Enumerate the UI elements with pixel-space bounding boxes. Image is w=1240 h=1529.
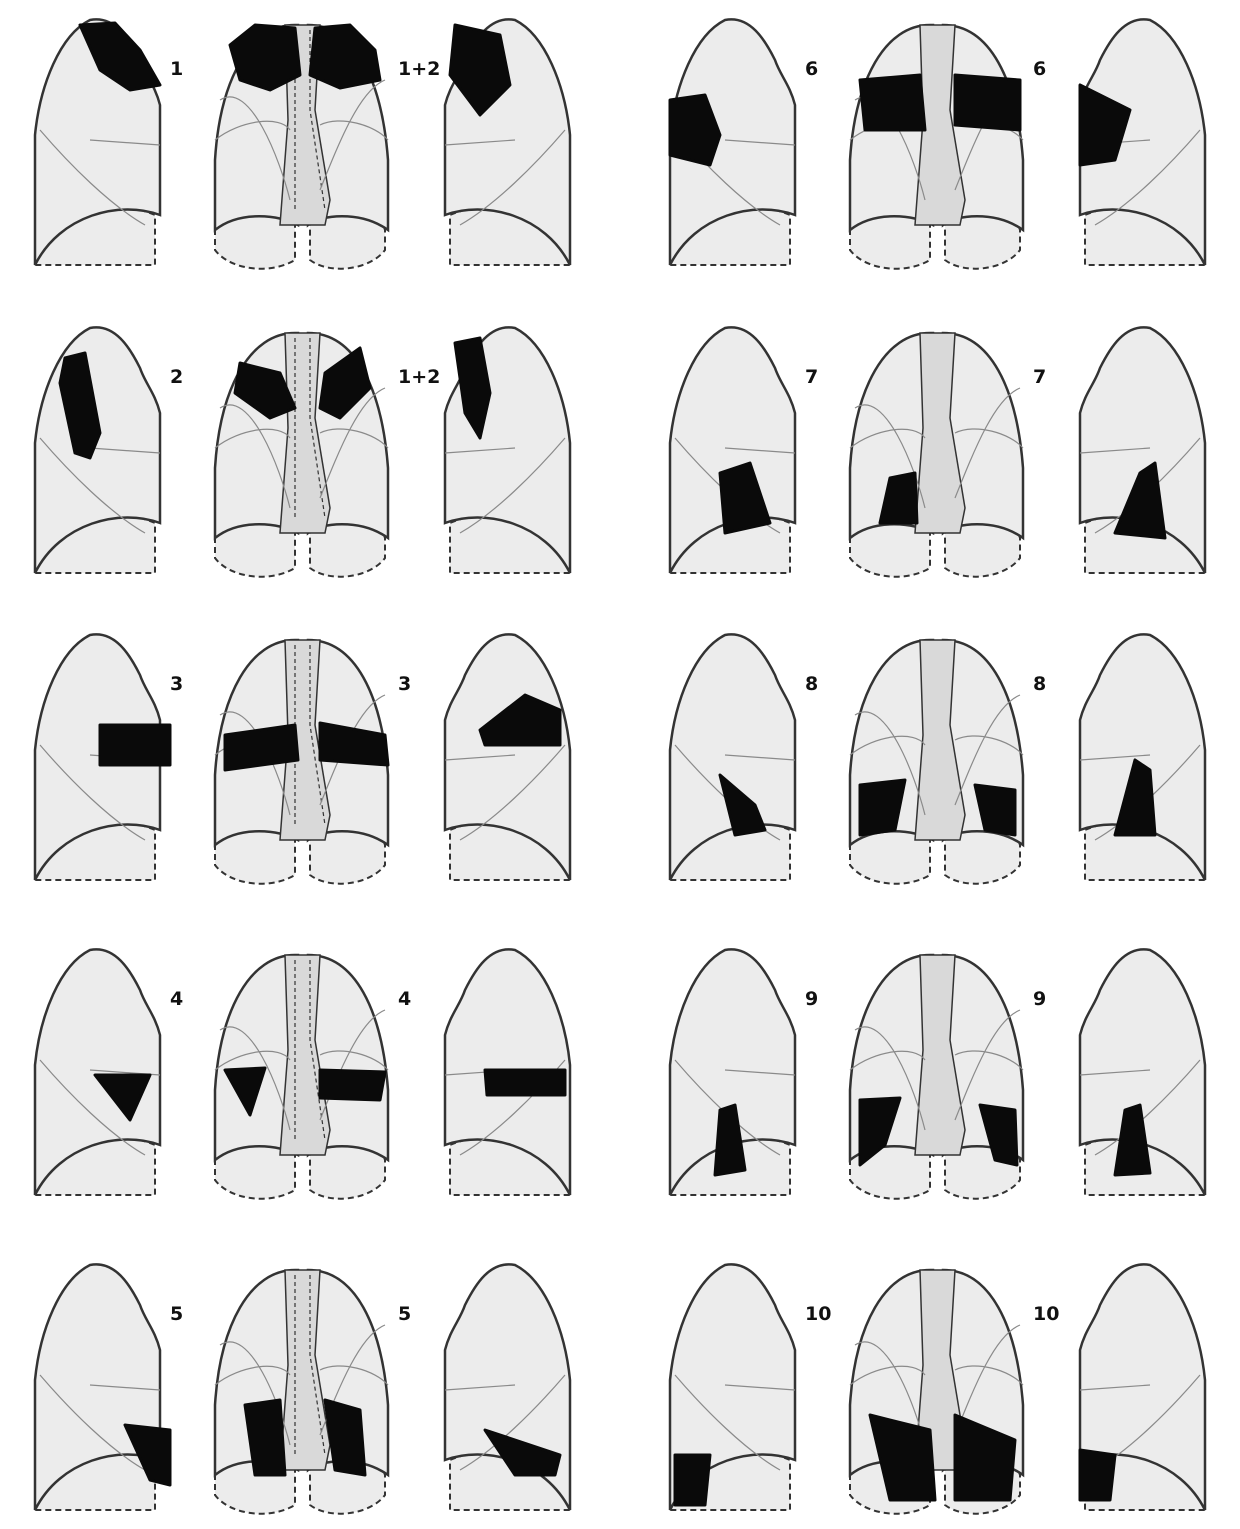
lateral-lung-right xyxy=(35,949,160,1195)
segment-number-label: 9 xyxy=(1033,988,1046,1010)
frontal-lungs xyxy=(215,333,388,577)
lesion-area xyxy=(485,1070,565,1095)
segment-panel-5: 55 xyxy=(35,1264,570,1513)
lateral-lung-right xyxy=(35,327,160,573)
segment-number-label: 5 xyxy=(170,1303,183,1325)
lateral-lung-right xyxy=(35,634,170,880)
segment-panel-6: 66 xyxy=(670,19,1205,268)
segment-number-label: 10 xyxy=(1033,1303,1059,1325)
lesion-area xyxy=(1080,1450,1115,1500)
segment-panel-1: 1 1+2 xyxy=(35,19,570,268)
segment-number-label: 4 xyxy=(170,988,183,1010)
lesion-area xyxy=(860,75,925,130)
segment-number-label: 7 xyxy=(1033,366,1046,388)
segment-number-label: 8 xyxy=(805,673,818,695)
frontal-lungs xyxy=(850,333,1023,577)
segment-number-label: 1 xyxy=(170,58,183,80)
segment-number-label: 9 xyxy=(805,988,818,1010)
lateral-lung-left xyxy=(1080,634,1205,880)
lesion-area xyxy=(955,75,1020,130)
segment-number-label: 1+2 xyxy=(398,58,440,80)
lateral-lung-left xyxy=(445,634,570,880)
frontal-lungs xyxy=(215,955,388,1199)
segment-number-label: 6 xyxy=(1033,58,1046,80)
segment-panel-4: 44 xyxy=(35,949,570,1198)
lateral-lung-right xyxy=(35,1264,170,1510)
segment-number-label: 7 xyxy=(805,366,818,388)
lateral-lung-right xyxy=(670,634,795,880)
lateral-lung-left xyxy=(445,327,570,573)
segment-number-label: 6 xyxy=(805,58,818,80)
lateral-lung-left xyxy=(1080,19,1205,265)
lateral-lung-left xyxy=(445,19,570,265)
segment-number-label: 3 xyxy=(170,673,183,695)
frontal-lungs xyxy=(215,1270,388,1514)
frontal-lungs xyxy=(850,25,1023,269)
lesion-area xyxy=(100,725,170,765)
segment-number-label: 4 xyxy=(398,988,411,1010)
segment-number-label: 3 xyxy=(398,673,411,695)
lesion-area xyxy=(675,1455,710,1505)
segment-number-label: 1+2 xyxy=(398,366,440,388)
lesion-area xyxy=(310,25,380,88)
lateral-lung-left xyxy=(445,1264,570,1510)
lateral-lung-right xyxy=(670,19,795,265)
frontal-lungs xyxy=(215,25,388,269)
segment-number-label: 10 xyxy=(805,1303,831,1325)
segment-panel-10: 10 10 xyxy=(670,1264,1205,1513)
lesion-area xyxy=(230,25,300,90)
lateral-lung-right xyxy=(35,19,160,265)
segment-panel-2: 2 1+2 xyxy=(35,327,570,576)
segment-number-label: 8 xyxy=(1033,673,1046,695)
lateral-lung-right xyxy=(670,949,795,1195)
segment-number-label: 5 xyxy=(398,1303,411,1325)
lateral-lung-left xyxy=(1080,327,1205,573)
lateral-lung-left xyxy=(445,949,570,1195)
lateral-lung-right xyxy=(670,327,795,573)
frontal-lungs xyxy=(215,640,388,884)
frontal-lungs xyxy=(850,1270,1023,1514)
lateral-lung-left xyxy=(1080,1264,1205,1510)
frontal-lungs xyxy=(850,640,1023,884)
segment-number-label: 2 xyxy=(170,366,183,388)
lesion-area xyxy=(320,1070,385,1100)
lateral-lung-right xyxy=(670,1264,795,1510)
lateral-lung-left xyxy=(1080,949,1205,1195)
frontal-lungs xyxy=(850,955,1023,1199)
